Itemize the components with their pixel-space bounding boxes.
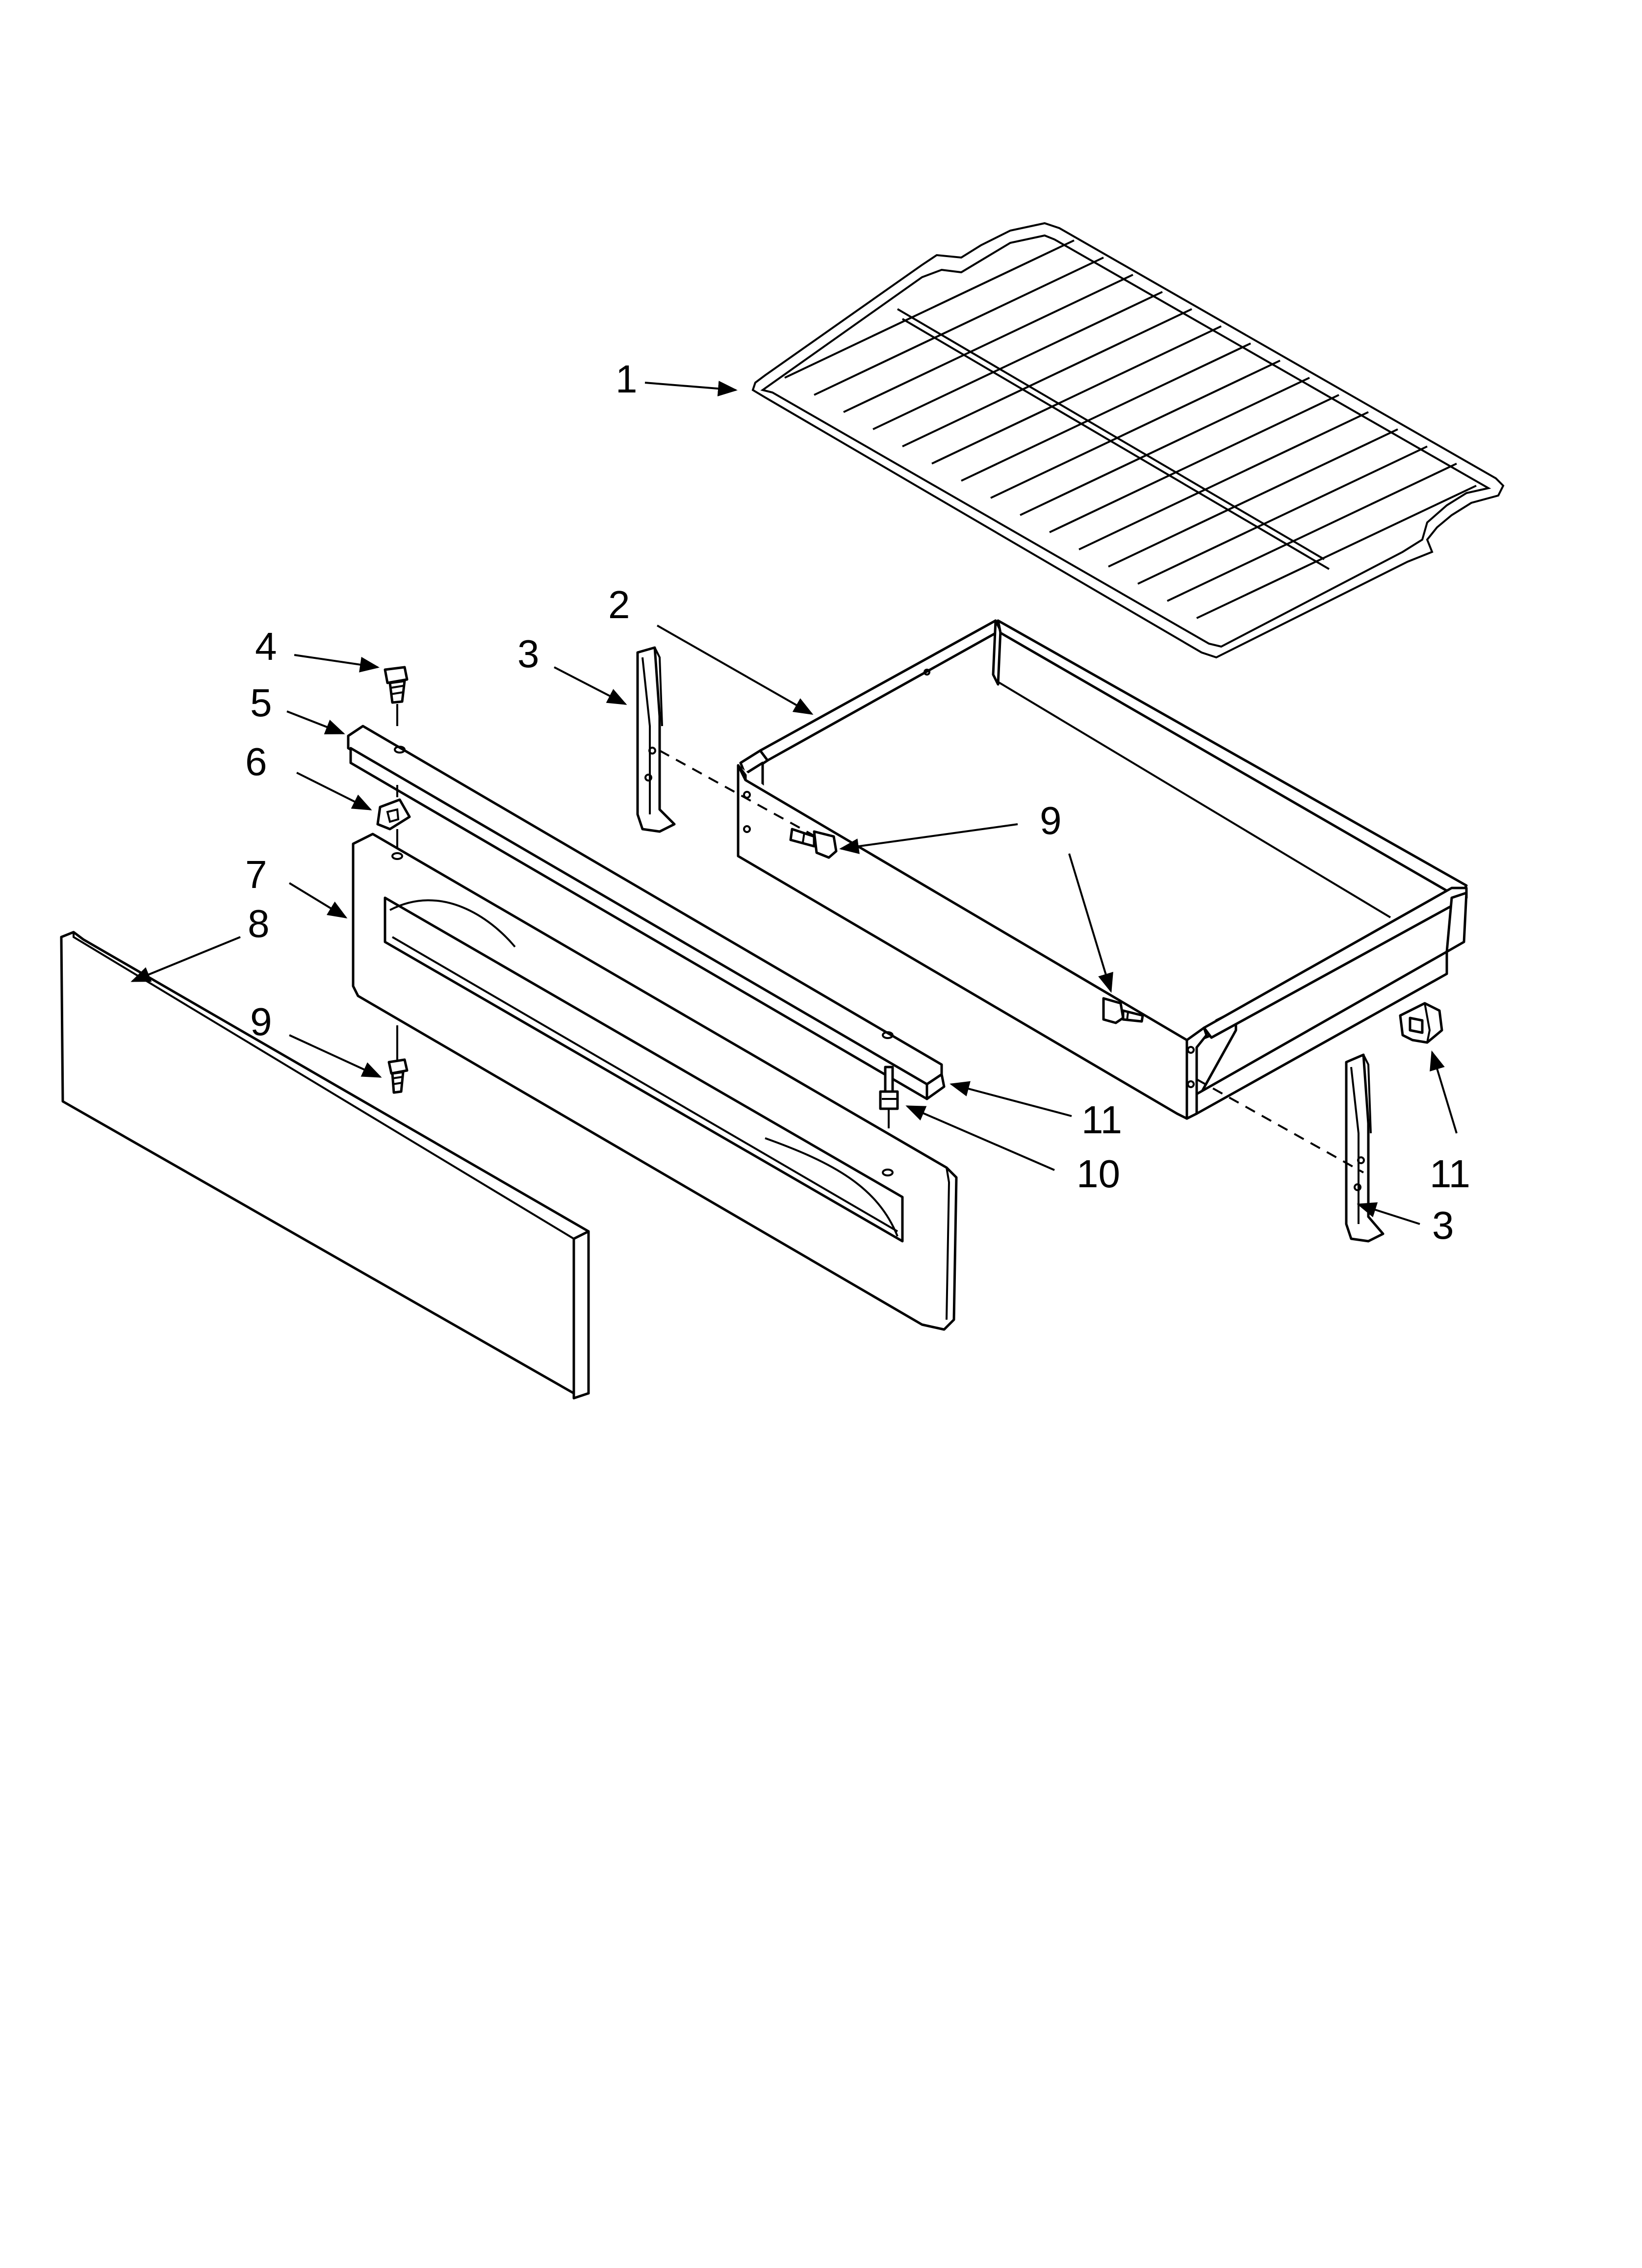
callout-3-right: 3 (1432, 1203, 1454, 1247)
screw-9-center (789, 828, 838, 859)
leader-lines (130, 381, 1458, 1225)
callout-3-left: 3 (517, 632, 539, 676)
callout-4: 4 (255, 625, 277, 668)
callout-10: 10 (1077, 1152, 1120, 1196)
rack-bars (784, 239, 1477, 619)
callout-11-right: 11 (1430, 1152, 1470, 1196)
callout-labels: 1 2 3 4 5 6 7 8 9 9 11 10 11 3 (245, 357, 1470, 1247)
clip-6 (376, 798, 411, 831)
outer-front-panel (60, 931, 590, 1400)
callout-5: 5 (250, 681, 272, 725)
drawer-pan (737, 619, 1468, 1120)
drawer-trim-bar (347, 725, 946, 1100)
screw-9-right (1102, 997, 1144, 1024)
oven-rack (751, 222, 1505, 659)
callout-8: 8 (248, 902, 270, 945)
callout-11-center: 11 (1081, 1098, 1122, 1142)
callout-9-right: 9 (1040, 799, 1062, 842)
drawer-front-panel (352, 833, 958, 1331)
callout-6: 6 (245, 740, 267, 783)
callout-7: 7 (245, 853, 267, 896)
screw-4 (384, 666, 409, 726)
drawer-glide-left (636, 646, 676, 833)
clip-11-right (1399, 1002, 1443, 1044)
callout-2: 2 (608, 583, 630, 626)
callout-9-bottom: 9 (250, 1000, 272, 1043)
callout-1: 1 (616, 357, 638, 401)
drawer-glide-right (1345, 1053, 1385, 1243)
pin-10 (879, 1066, 899, 1128)
screw-9-bottom (387, 1058, 409, 1094)
